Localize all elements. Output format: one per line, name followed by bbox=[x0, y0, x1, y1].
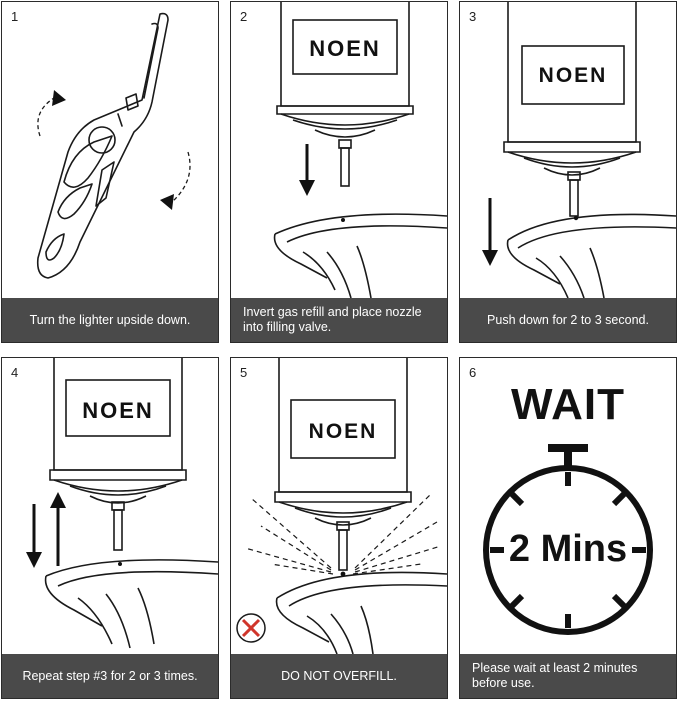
down-arrow-icon bbox=[299, 144, 315, 196]
step-number: 4 bbox=[11, 365, 19, 380]
step-panel-1: 1 Turn the lighter upside down. bbox=[1, 1, 219, 343]
rotate-arrow-icon bbox=[37, 90, 191, 210]
timer-text: 2 Mins bbox=[508, 528, 628, 570]
push-down-illustration bbox=[482, 2, 676, 298]
step-caption: Repeat step #3 for 2 or 3 times. bbox=[2, 654, 218, 698]
wait-title: WAIT bbox=[511, 380, 625, 429]
step-panel-3: 3 NOEN Push down for 2 to 3 second. bbox=[459, 1, 677, 343]
brand-logo: NOEN bbox=[538, 64, 608, 87]
brand-logo: NOEN bbox=[309, 36, 381, 61]
down-arrow-icon bbox=[482, 198, 498, 266]
step-caption: DO NOT OVERFILL. bbox=[231, 654, 447, 698]
brand-logo: NOEN bbox=[82, 398, 154, 423]
step-panel-4: 4 NOEN Repeat step #3 for 2 or 3 times. bbox=[1, 357, 219, 699]
gas-refill-illustration bbox=[273, 2, 447, 298]
overfill-illustration bbox=[236, 358, 447, 654]
lighter-illustration bbox=[36, 12, 191, 279]
brand-logo: NOEN bbox=[308, 420, 378, 443]
red-x-icon bbox=[236, 613, 266, 643]
step-number: 3 bbox=[469, 9, 477, 24]
step-caption: Push down for 2 to 3 second. bbox=[460, 298, 676, 342]
step-number: 5 bbox=[240, 365, 248, 380]
step-panel-2: 2 NOEN Invert gas refill and place nozz bbox=[230, 1, 448, 343]
step-panel-6: 6 WAIT 2 Mins Please wait at least 2 min… bbox=[459, 357, 677, 699]
up-down-arrows-icon bbox=[26, 492, 66, 568]
stopwatch-icon bbox=[483, 444, 653, 635]
step-number: 6 bbox=[469, 365, 477, 380]
step-caption: Turn the lighter upside down. bbox=[2, 298, 218, 342]
step-number: 2 bbox=[240, 9, 248, 24]
step-number: 1 bbox=[11, 9, 19, 24]
step-caption: Please wait at least 2 minutes before us… bbox=[460, 654, 676, 698]
step-caption: Invert gas refill and place nozzle into … bbox=[231, 298, 447, 342]
repeat-illustration bbox=[26, 358, 218, 649]
step-panel-5: 5 bbox=[230, 357, 448, 699]
gas-spray bbox=[244, 493, 442, 575]
